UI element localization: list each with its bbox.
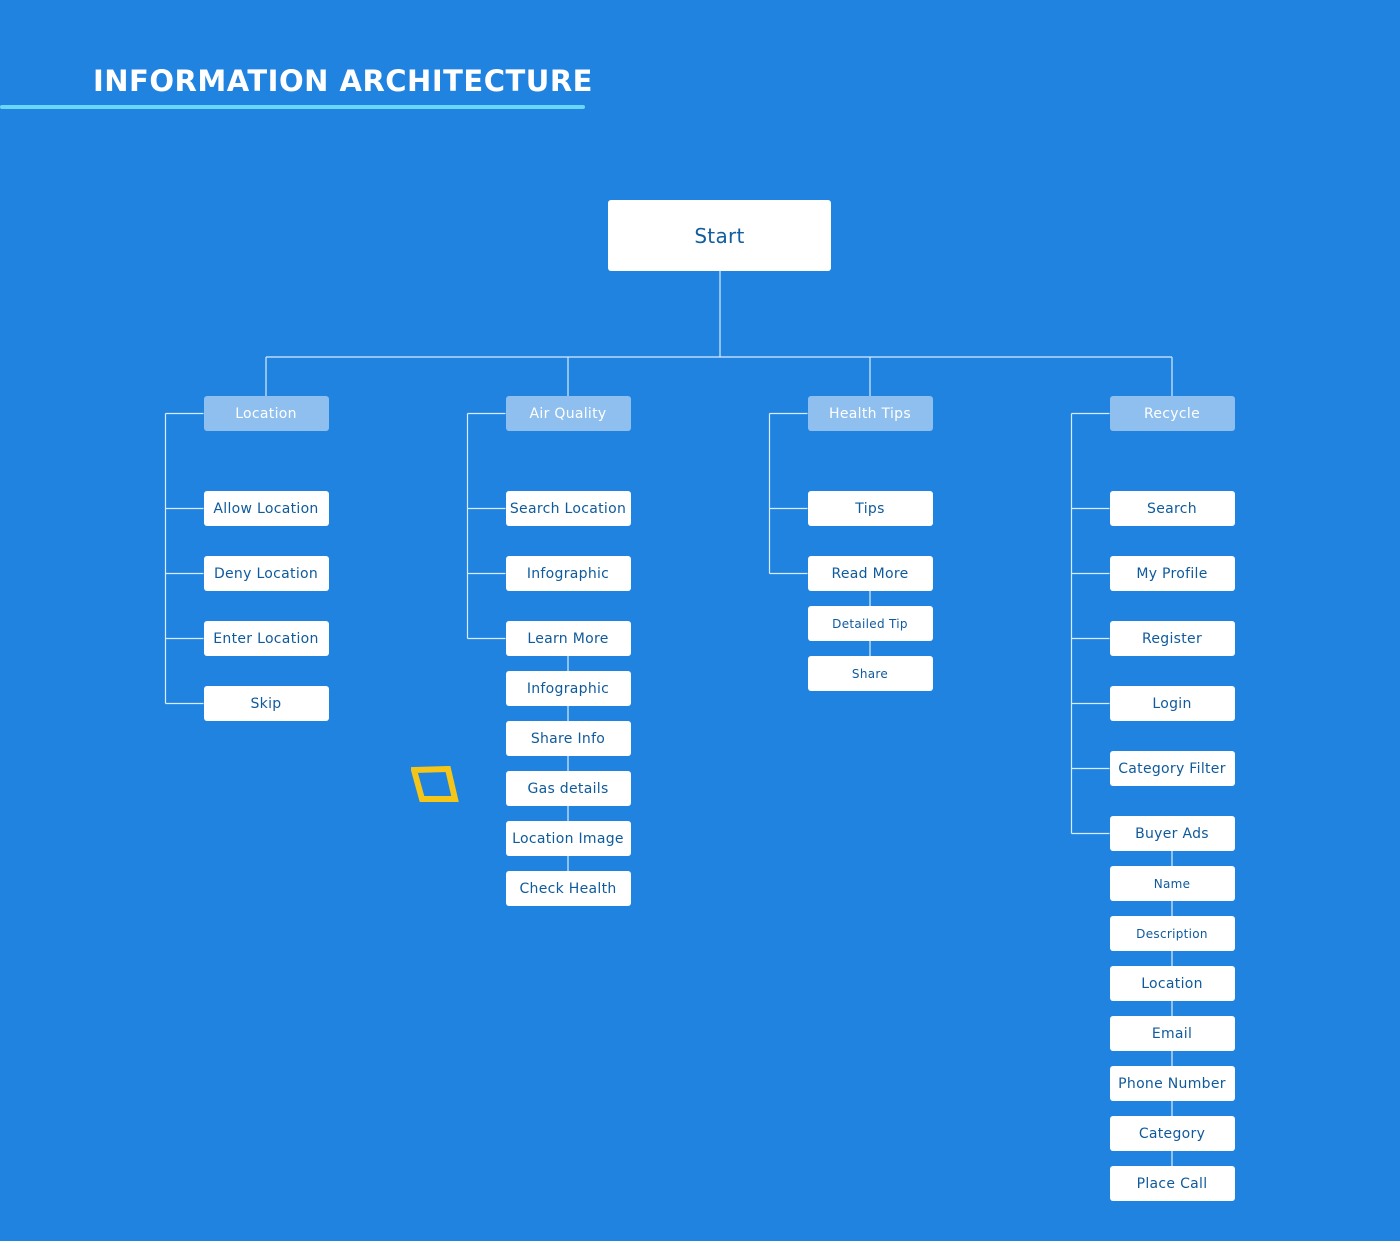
sub-item-node: Detailed Tip <box>807 606 933 641</box>
category-node: Health Tips <box>807 396 933 431</box>
item-node: Skip <box>203 686 329 721</box>
item-node: Learn More <box>505 621 631 656</box>
sub-item-node: Name <box>1109 866 1235 901</box>
page-title: INFORMATION ARCHITECTURE <box>93 64 593 98</box>
sub-item-node: Description <box>1109 916 1235 951</box>
item-node: Search Location <box>505 491 631 526</box>
item-node: Login <box>1109 686 1235 721</box>
sub-item-node: Phone Number <box>1109 1066 1235 1101</box>
item-node: Search <box>1109 491 1235 526</box>
title-underline <box>0 105 585 109</box>
category-node: Air Quality <box>505 396 631 431</box>
item-node: Register <box>1109 621 1235 656</box>
item-node: Infographic <box>505 556 631 591</box>
item-node: Allow Location <box>203 491 329 526</box>
item-node: Tips <box>807 491 933 526</box>
item-node: Enter Location <box>203 621 329 656</box>
sub-item-node: Infographic <box>505 671 631 706</box>
sub-item-node: Category <box>1109 1116 1235 1151</box>
sub-item-node: Share Info <box>505 721 631 756</box>
item-node: Buyer Ads <box>1109 816 1235 851</box>
sub-item-node: Share <box>807 656 933 691</box>
item-node: My Profile <box>1109 556 1235 591</box>
category-node: Recycle <box>1109 396 1235 431</box>
root-node-start: Start <box>608 200 831 271</box>
sub-item-node: Location Image <box>505 821 631 856</box>
sub-item-node: Email <box>1109 1016 1235 1051</box>
sub-item-node: Gas details <box>505 771 631 806</box>
sub-item-node: Check Health <box>505 871 631 906</box>
item-node: Category Filter <box>1109 751 1235 786</box>
sub-item-node: Location <box>1109 966 1235 1001</box>
item-node: Deny Location <box>203 556 329 591</box>
sub-item-node: Place Call <box>1109 1166 1235 1201</box>
category-node: Location <box>203 396 329 431</box>
diamond-outline-icon <box>411 766 459 802</box>
item-node: Read More <box>807 556 933 591</box>
